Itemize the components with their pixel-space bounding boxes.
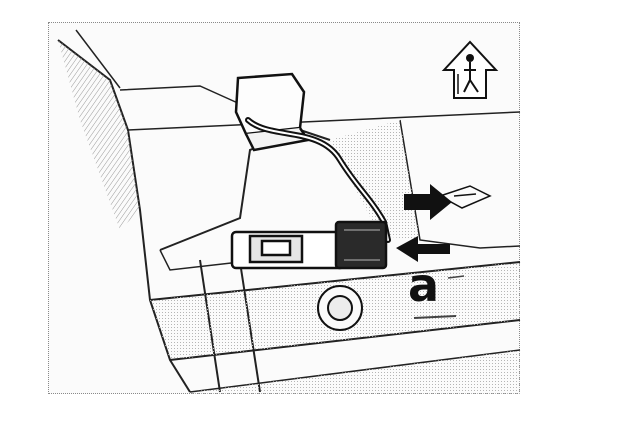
knob [317, 285, 363, 331]
label-tick [447, 275, 465, 279]
socket [438, 185, 492, 209]
callout-label: a [408, 258, 440, 312]
connector-plug [230, 220, 388, 270]
mounting-bracket [234, 72, 311, 152]
right-arrow-icon [404, 184, 452, 220]
up-arrow-with-person-icon [441, 40, 499, 99]
left-arrow-icon [396, 236, 450, 262]
label-underline [413, 315, 457, 319]
